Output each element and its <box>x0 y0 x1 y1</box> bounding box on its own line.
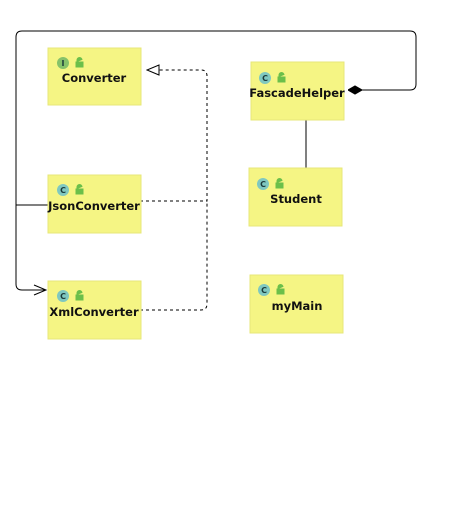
unlocked-visibility-icon <box>75 184 84 195</box>
node-jsonconverter[interactable]: C JsonConverter <box>47 174 142 234</box>
class-badge-letter: C <box>262 74 268 83</box>
unlocked-visibility-icon <box>275 178 284 189</box>
class-badge-icon <box>257 178 269 190</box>
class-badge-letter: C <box>260 180 266 189</box>
class-badge-icon <box>258 284 270 296</box>
edge-json-realizes-converter <box>140 70 208 202</box>
node-label-jsonconverter: JsonConverter <box>47 199 140 213</box>
node-student[interactable]: C Student <box>248 167 343 227</box>
node-fascadehelper[interactable]: C FascadeHelper <box>249 61 345 121</box>
unlocked-visibility-icon <box>75 290 84 301</box>
node-label-mymain: myMain <box>272 299 323 313</box>
interface-badge-icon <box>57 57 69 69</box>
node-xmlconverter[interactable]: C XmlConverter <box>47 280 142 340</box>
node-label-student: Student <box>270 192 322 206</box>
node-mymain[interactable]: C myMain <box>249 274 344 334</box>
class-badge-icon <box>57 184 69 196</box>
node-converter[interactable]: I Converter <box>47 47 142 106</box>
class-badge-icon <box>57 290 69 302</box>
node-label-converter: Converter <box>62 71 127 85</box>
unlocked-visibility-icon <box>75 57 84 68</box>
node-label-fascadehelper: FascadeHelper <box>249 86 345 100</box>
unlocked-visibility-icon <box>277 72 286 83</box>
class-badge-letter: C <box>60 292 66 301</box>
class-badge-icon <box>259 72 271 84</box>
unlocked-visibility-icon <box>276 284 285 295</box>
interface-badge-letter: I <box>62 59 65 68</box>
node-label-xmlconverter: XmlConverter <box>49 305 139 319</box>
class-badge-letter: C <box>261 286 267 295</box>
edge-fascade-uses-xml <box>15 30 417 290</box>
class-badge-letter: C <box>60 186 66 195</box>
edge-xml-realizes-converter <box>140 201 208 311</box>
